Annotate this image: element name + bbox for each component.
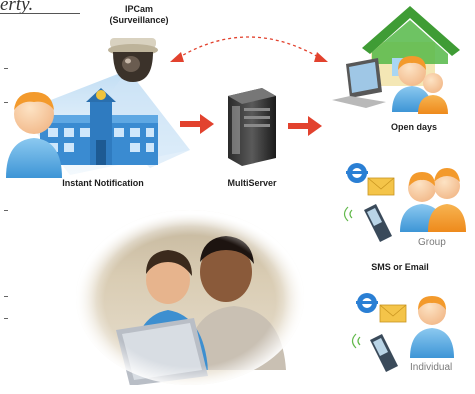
ipcam-title: IPCam: [124, 4, 153, 14]
individual-signal-icon: [351, 333, 361, 349]
staff-person-figure: [6, 92, 62, 178]
ipcam-camera: [108, 38, 158, 82]
instant-notification-label: Instant Notification: [62, 178, 144, 188]
arrow-to-open-days: [288, 116, 322, 136]
ipcam-subtitle: (Surveillance): [109, 15, 169, 25]
header-script-text: erty.: [0, 0, 34, 15]
family-figures: [392, 56, 448, 114]
open-days-label: Open days: [390, 122, 437, 132]
individual-email-envelope-icon: [379, 304, 407, 323]
margin-tick-4: [4, 296, 8, 297]
laptop-icon: [332, 58, 386, 108]
individual-ie-icon: [356, 293, 378, 313]
family-laptop-photo-figures: [76, 210, 304, 385]
individual-person-icon: [410, 296, 454, 358]
home-house: [362, 6, 460, 86]
group-people-icon: [400, 168, 466, 232]
dashed-link-arrow: [170, 36, 328, 62]
multiserver-label: MultiServer: [227, 178, 277, 188]
margin-tick-1: [4, 68, 8, 69]
individual-phone-icon: [370, 334, 398, 372]
group-phone-icon: [364, 204, 392, 242]
individual-label: Individual: [410, 362, 453, 373]
margin-tick-3: [4, 210, 8, 211]
multiserver-tower: [228, 88, 276, 166]
margin-tick-5: [4, 318, 8, 319]
group-signal-icon: [343, 206, 353, 222]
header-underline: [0, 13, 80, 14]
group-label: Group: [418, 237, 446, 248]
group-ie-icon: [346, 163, 368, 183]
group-email-envelope-icon: [367, 177, 395, 196]
sms-or-email-label: SMS or Email: [371, 262, 429, 272]
arrow-to-server: [180, 114, 214, 134]
margin-tick-2: [4, 102, 8, 103]
